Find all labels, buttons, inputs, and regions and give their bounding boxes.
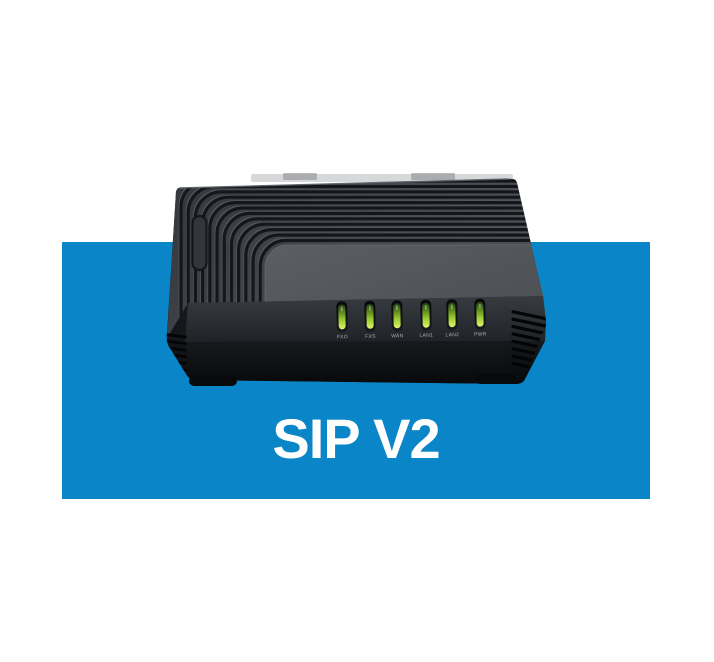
led-row: FXO FXS WAN LAN1 [336, 298, 487, 340]
led-indicator [422, 302, 430, 328]
device-foot [189, 376, 237, 386]
led-indicator [393, 303, 401, 329]
led-indicator [338, 304, 346, 330]
led-label: FXS [365, 334, 376, 340]
led-label: FXO [337, 334, 348, 340]
led-label: PWR [474, 332, 487, 338]
led-label: LAN2 [445, 332, 459, 338]
led-indicator [366, 303, 374, 329]
led-label: LAN1 [419, 333, 433, 339]
device-base [185, 341, 545, 384]
led-indicator [476, 301, 484, 327]
led: LAN2 [445, 299, 459, 338]
led: LAN1 [419, 299, 433, 339]
voip-adapter-image: FXO FXS WAN LAN1 [166, 173, 547, 386]
top-edge-highlight [178, 178, 510, 189]
led-label: WAN [391, 333, 404, 339]
led: FXO [336, 301, 348, 340]
device-foot [475, 374, 517, 384]
led-indicator [448, 302, 456, 328]
led: FXS [364, 300, 376, 340]
led: WAN [391, 300, 404, 339]
product-title: SIP V2 [272, 407, 440, 470]
led: PWR [474, 298, 487, 338]
side-clip-slot [191, 214, 208, 272]
